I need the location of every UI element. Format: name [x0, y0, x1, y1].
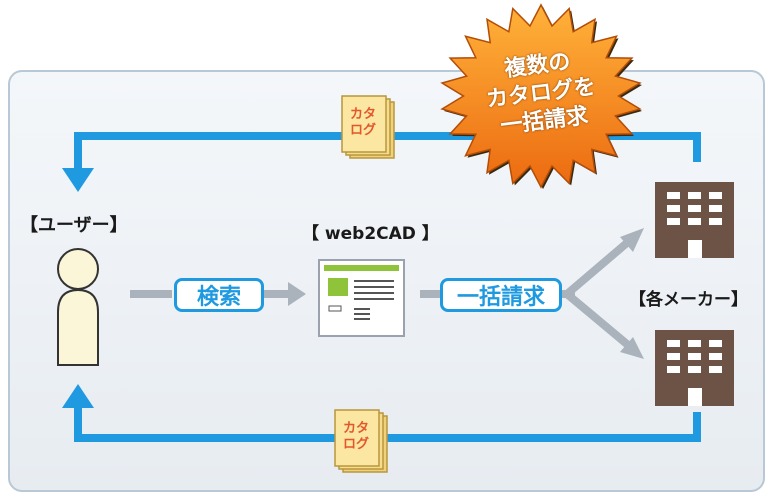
starburst-badge — [440, 3, 642, 190]
bulk-request-step-label: 一括請求 — [440, 278, 562, 312]
building-icon — [655, 330, 734, 406]
user-icon — [57, 248, 99, 366]
bulk-request-arrow — [420, 228, 644, 359]
catalog-card-icon — [341, 95, 395, 159]
web-page-icon — [318, 259, 405, 337]
catalog-card-label: カタログ — [349, 107, 376, 138]
building-icon — [655, 182, 734, 258]
makers-label: 【各メーカー】 — [629, 290, 748, 310]
search-step-label: 検索 — [174, 278, 264, 312]
catalog-card-icon — [334, 409, 388, 473]
web2cad-label: 【 web2CAD 】 — [302, 224, 439, 244]
catalog-card-label: カタログ — [342, 421, 369, 452]
search-arrow — [130, 282, 306, 306]
user-label: 【ユーザー】 — [20, 215, 128, 236]
